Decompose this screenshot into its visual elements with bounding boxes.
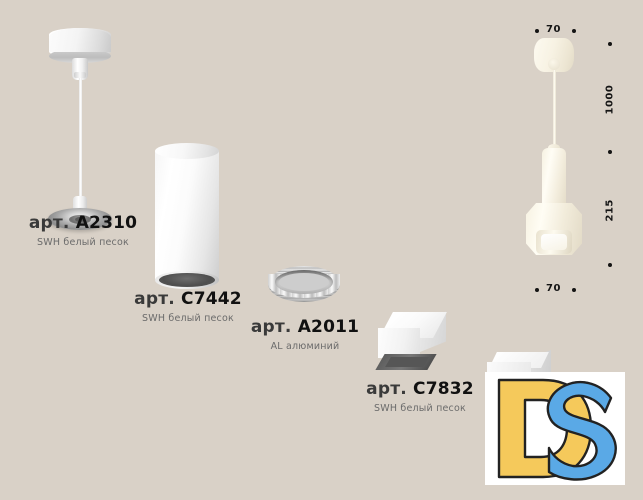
product-label-a2011: арт. A2011 AL алюминий (230, 318, 380, 352)
product-finish-c7832: SWH белый песок (374, 402, 466, 414)
asm-knob-icon (548, 58, 560, 70)
assembly-diagram-image (520, 38, 600, 268)
ring-bore-icon (279, 273, 329, 291)
dim-dot-top-right (572, 29, 576, 33)
product-finish-a2310: SWH белый песок (37, 236, 129, 248)
dimension-top-width: 70 (546, 24, 561, 35)
watermark-letter-s (546, 380, 617, 481)
cube-aperture-icon (385, 357, 429, 367)
art-code: C7832 (413, 379, 474, 399)
dim-dot-cord-top (608, 42, 612, 46)
dim-dot-fixture-bottom (608, 263, 612, 267)
art-prefix: арт. (366, 379, 407, 399)
dimension-cord-length: 1000 (604, 84, 616, 115)
product-label-c7832: арт. C7832 SWH белый песок (340, 380, 500, 414)
product-label-c7442: арт. C7442 SWH белый песок (113, 290, 263, 324)
cube-front-icon (378, 328, 420, 358)
cylinder-top-icon (155, 143, 219, 159)
product-image-c7442 (155, 143, 221, 291)
cylinder-aperture-icon (159, 273, 215, 287)
product-image-a2011 (268, 266, 342, 306)
art-code: A2011 (297, 317, 360, 337)
art-code: C7442 (181, 289, 242, 309)
asm-tube-icon (542, 148, 566, 210)
product-finish-c7442: SWH белый песок (142, 312, 234, 324)
dimension-fixture-height: 215 (604, 199, 616, 222)
dimension-bottom-width: 70 (546, 283, 561, 294)
art-prefix: арт. (134, 289, 175, 309)
dim-dot-top-left (535, 29, 539, 33)
art-prefix: арт. (28, 213, 70, 233)
asm-lens-icon (541, 234, 567, 250)
art-code: A2310 (75, 213, 138, 233)
watermark-ds-icon (497, 378, 617, 481)
watermark-logo (485, 372, 625, 485)
product-label-a2310: арт. A2310 SWH белый песок (8, 214, 158, 248)
dim-dot-cord-bottom (608, 150, 612, 154)
cord-connector-icon (72, 58, 88, 80)
disc-center-icon (75, 217, 85, 222)
product-article-a2310: арт. A2310 (8, 214, 158, 233)
product-article-a2011: арт. A2011 (230, 318, 380, 337)
product-finish-a2011: AL алюминий (270, 340, 340, 352)
product-article-c7832: арт. C7832 (340, 380, 500, 399)
product-article-c7442: арт. C7442 (113, 290, 263, 309)
canopy-underside-icon (49, 49, 111, 63)
dim-dot-bottom-right (572, 288, 576, 292)
dim-dot-bottom-left (535, 288, 539, 292)
product-image-c7832 (375, 311, 456, 374)
product-image-a2310 (40, 28, 130, 230)
cylinder-body-icon (155, 151, 219, 279)
art-prefix: арт. (250, 317, 292, 337)
suspension-cord-icon (78, 78, 82, 208)
canopy-face-icon (49, 28, 111, 52)
asm-cord-icon (552, 70, 556, 152)
